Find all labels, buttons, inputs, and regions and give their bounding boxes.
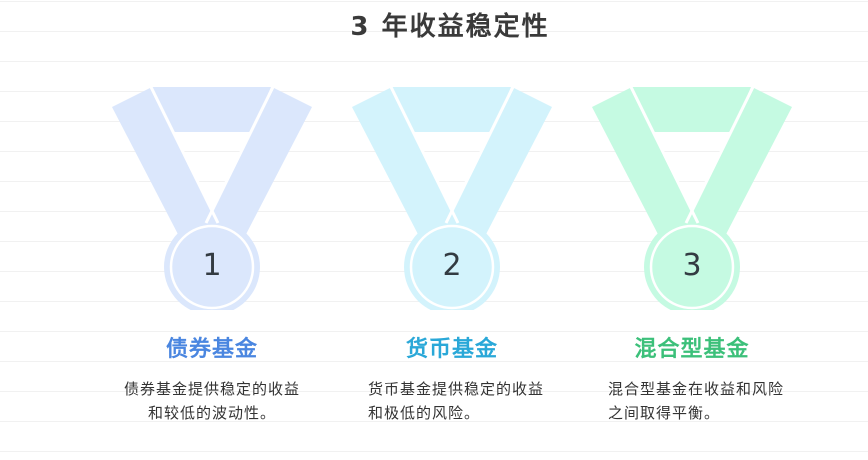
medal-card-3: 3 混合型基金 混合型基金在收益和风险之间取得平衡。 — [580, 80, 820, 460]
medal-card-2: 2 货币基金 货币基金提供稳定的收益和极低的风险。 — [340, 80, 580, 460]
medal-icon — [592, 86, 792, 310]
medal-description: 混合型基金在收益和风险之间取得平衡。 — [608, 380, 785, 422]
medal-number: 3 — [682, 248, 702, 283]
medal-number: 2 — [442, 248, 462, 283]
medal-label: 债券基金 — [165, 336, 258, 362]
medal-description: 货币基金提供稳定的收益和极低的风险。 — [368, 380, 545, 422]
medal-label: 混合型基金 — [634, 336, 750, 362]
medal-icon — [352, 86, 552, 310]
medal-number: 1 — [202, 248, 222, 283]
page-title: 3 年收益稳定性 — [350, 12, 550, 42]
medal-label: 货币基金 — [405, 336, 498, 362]
medal-description: 债券基金提供稳定的收益和较低的波动性。 — [124, 380, 301, 422]
medal-icon — [112, 86, 312, 310]
medal-card-1: 1 债券基金 债券基金提供稳定的收益和较低的波动性。 — [100, 80, 340, 460]
